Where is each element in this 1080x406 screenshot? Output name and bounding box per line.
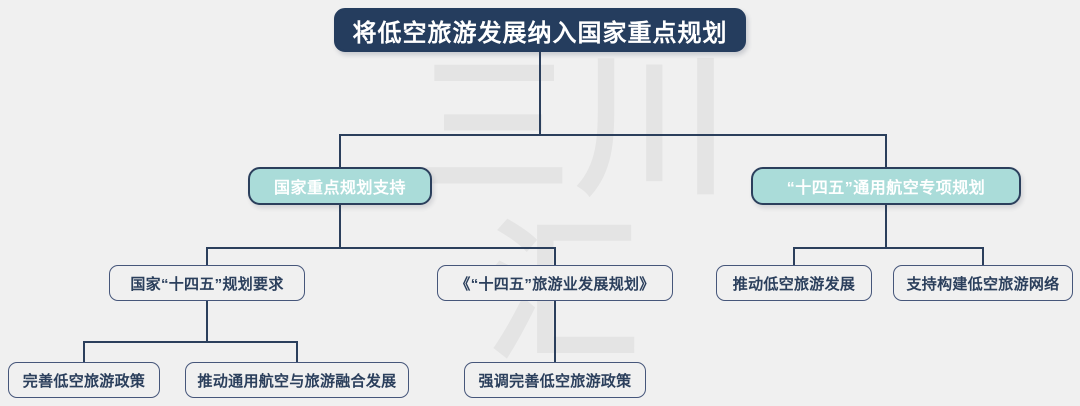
node-emphasize-improving-low-altitude-tourism-policy[interactable]: 强调完善低空旅游政策 [464,362,646,398]
node-improve-low-altitude-tourism-policy[interactable]: 完善低空旅游政策 [8,362,160,398]
node-promote-low-altitude-tourism-development[interactable]: 推动低空旅游发展 [716,265,872,301]
node-14th-five-year-tourism-development-plan[interactable]: 《“十四五”旅游业发展规划》 [437,265,673,301]
watermark-text-top: 三川 [418,39,734,216]
node-promote-general-aviation-tourism-integration[interactable]: 推动通用航空与旅游融合发展 [185,362,409,398]
branch-node-national-plan-support[interactable]: 国家重点规划支持 [248,167,432,205]
root-node[interactable]: 将低空旅游发展纳入国家重点规划 [334,8,746,52]
branch-node-general-aviation-special-plan[interactable]: “十四五”通用航空专项规划 [751,167,1021,205]
node-support-building-low-altitude-tourism-network[interactable]: 支持构建低空旅游网络 [893,265,1073,301]
node-national-14th-five-year-plan-requirement[interactable]: 国家“十四五”规划要求 [109,265,305,301]
